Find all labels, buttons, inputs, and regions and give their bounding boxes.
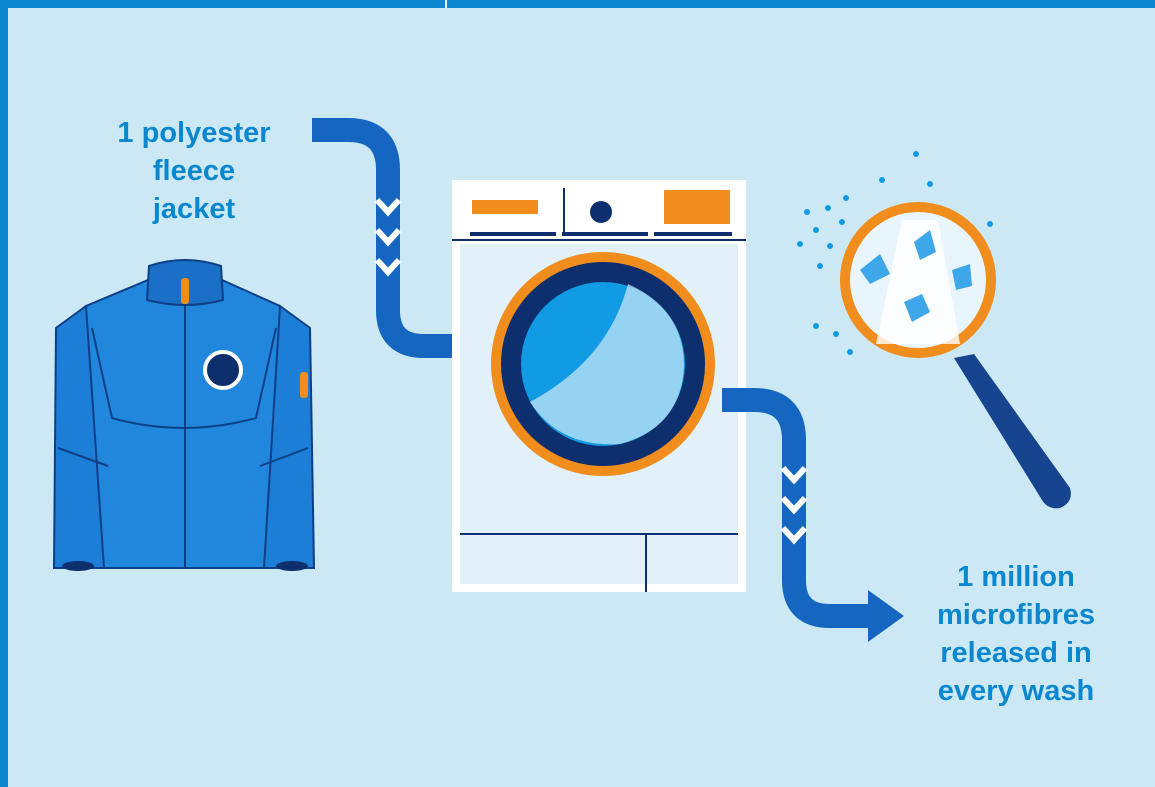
output-label-line: 1 million (905, 558, 1127, 596)
jacket-icon (54, 260, 314, 571)
infographic-canvas: 1 polyester fleece jacket 1 million micr… (8, 8, 1155, 787)
output-label: 1 million microfibres released in every … (905, 558, 1127, 710)
output-label-line: microfibres (905, 596, 1127, 634)
flow-arrow-icon (722, 400, 904, 642)
input-label-line: jacket (94, 190, 294, 228)
washing-machine-icon (452, 180, 746, 592)
input-label: 1 polyester fleece jacket (94, 114, 294, 228)
input-label-line: 1 polyester (94, 114, 294, 152)
input-label-line: fleece (94, 152, 294, 190)
magnifying-glass-icon (797, 151, 1071, 508)
output-label-line: released in (905, 634, 1127, 672)
frame-divider (445, 0, 447, 8)
output-label-line: every wash (905, 672, 1127, 710)
